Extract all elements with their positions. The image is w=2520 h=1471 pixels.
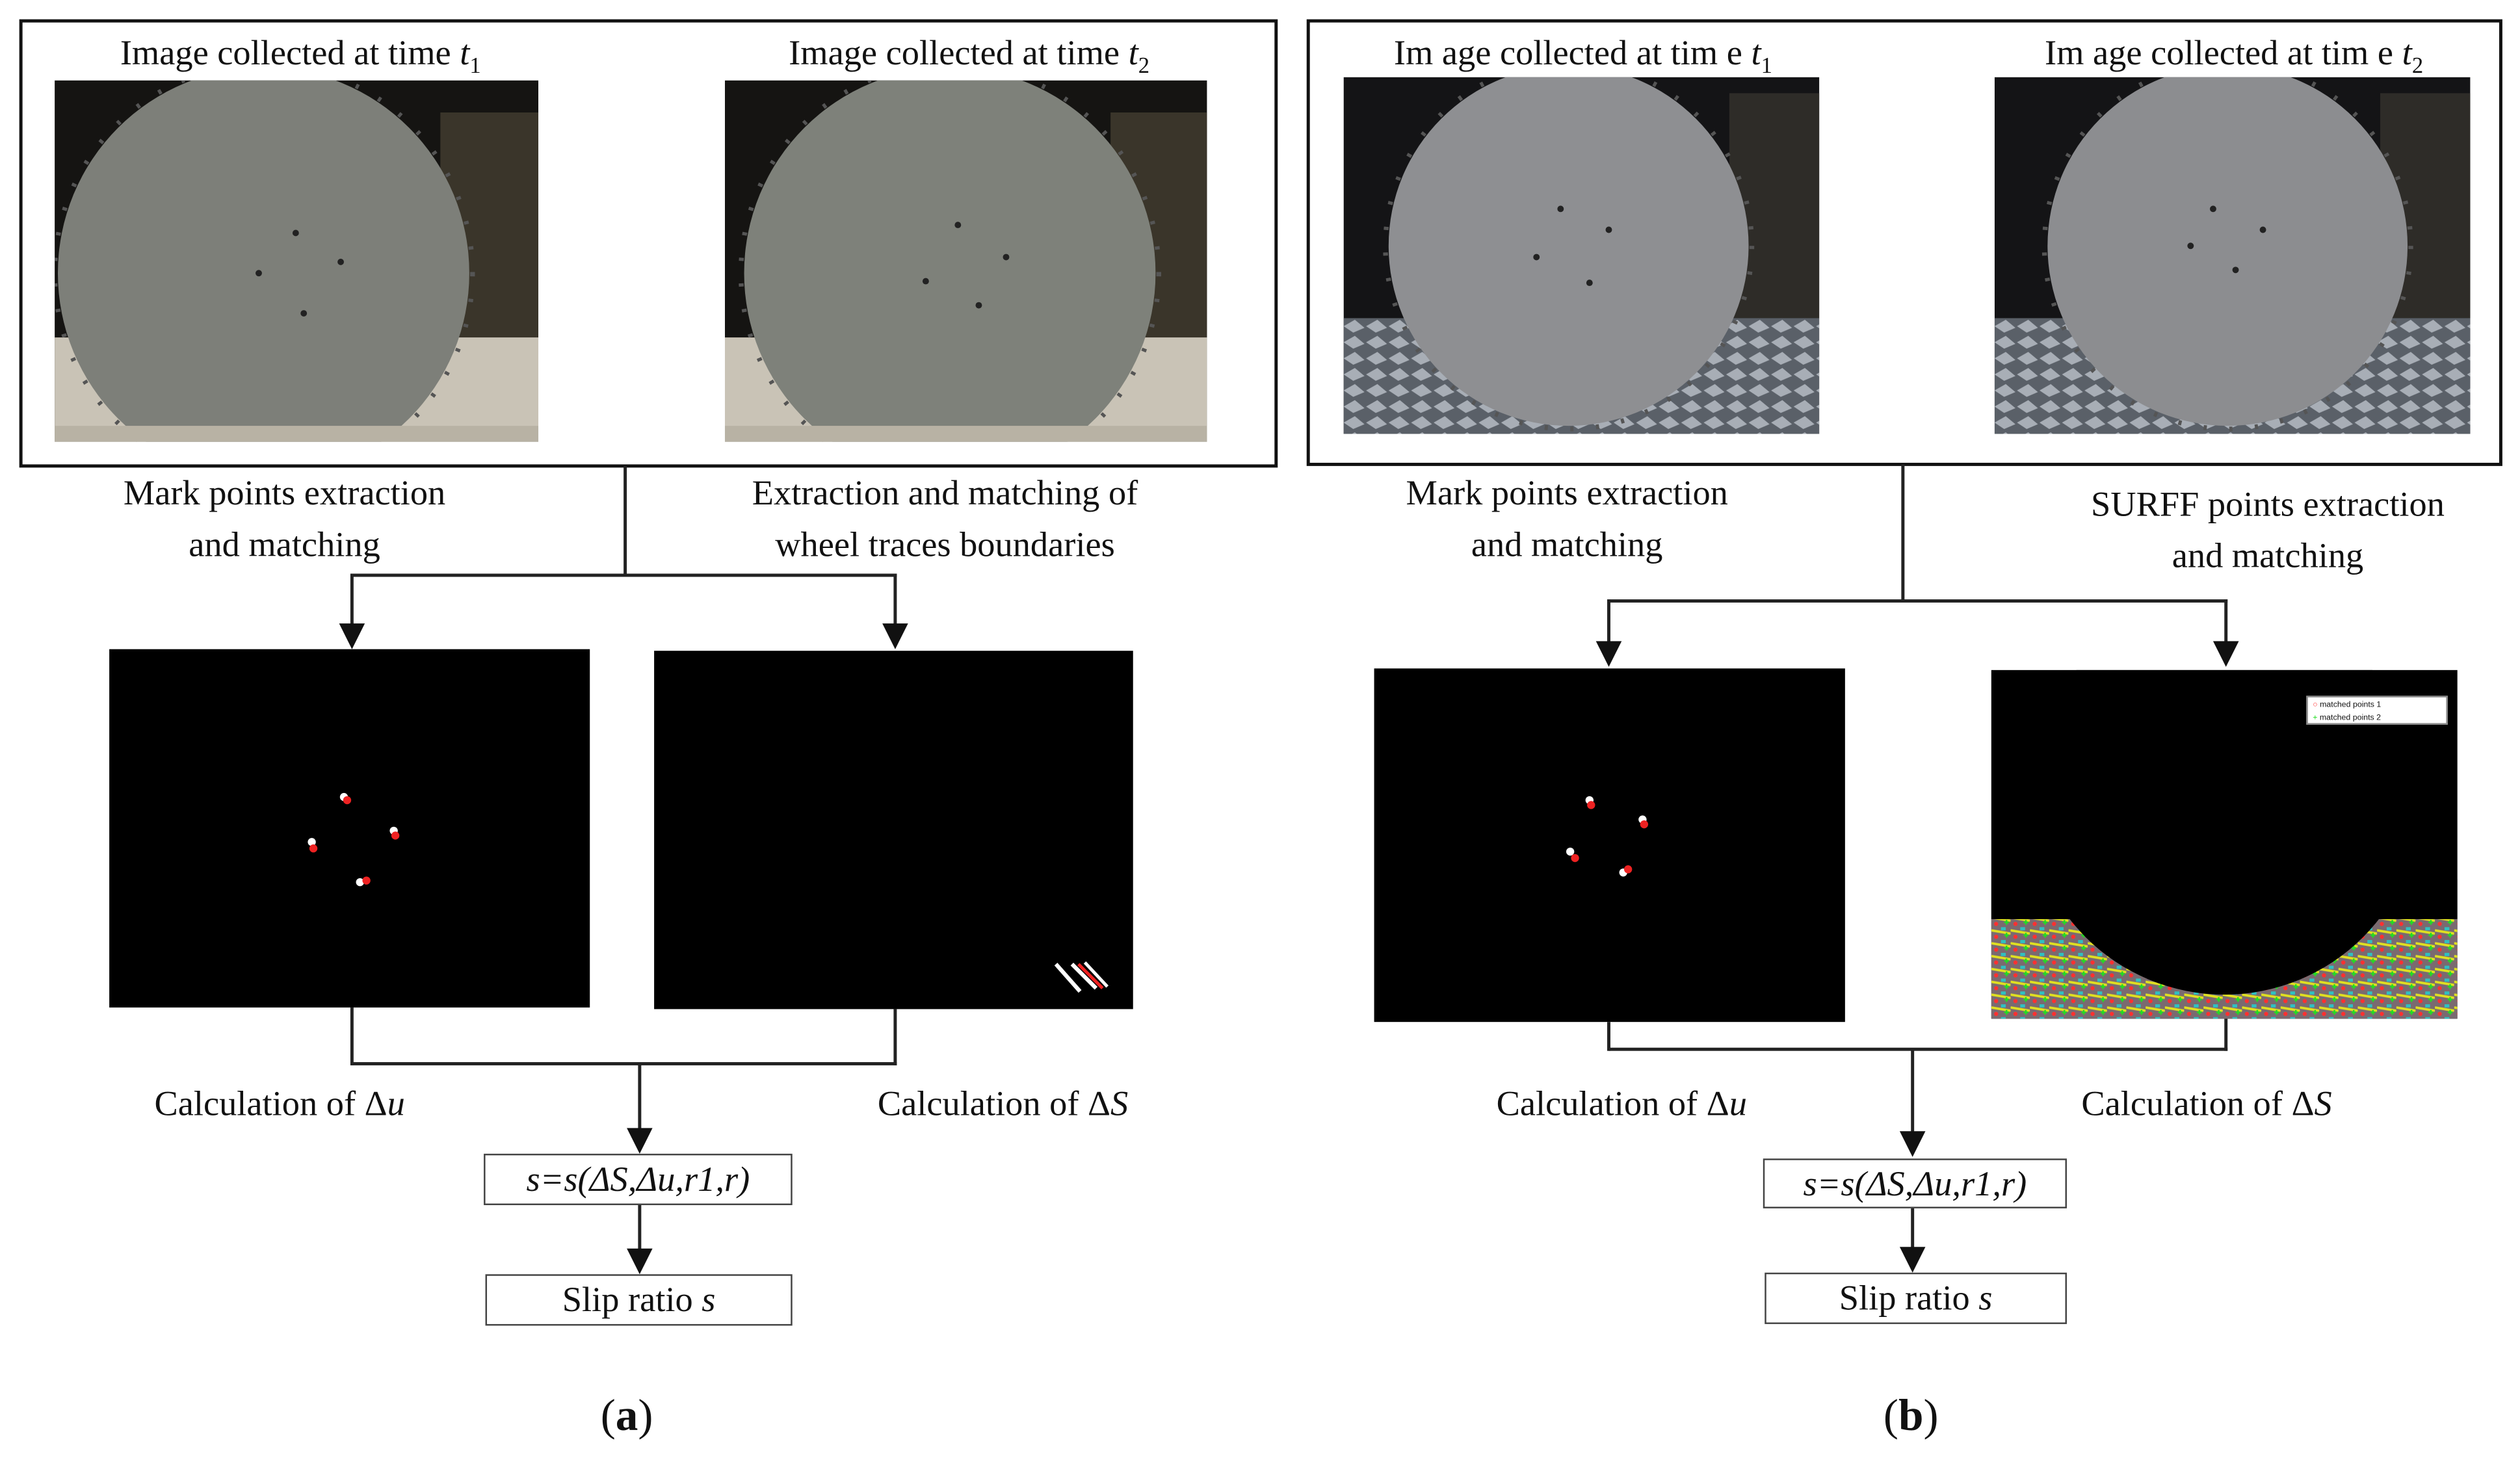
slip-text: Slip ratio bbox=[1839, 1277, 1979, 1318]
panel-a-image-frame bbox=[19, 19, 1278, 468]
wheel-photo-gravel-t1 bbox=[1343, 77, 1820, 434]
calc-text: Calculation of Δ bbox=[877, 1083, 1111, 1123]
label-var: t bbox=[2402, 32, 2412, 73]
label-sub: 2 bbox=[1138, 55, 1150, 80]
wheel-trace-result-image bbox=[654, 651, 1133, 1009]
panel-a-image-label-t2: Image collected at time t2 bbox=[789, 27, 1149, 94]
connector bbox=[1608, 1047, 2228, 1051]
step-mark-points: Mark points extraction and matching bbox=[1406, 467, 1727, 570]
calc-delta-u: Calculation of Δu bbox=[1497, 1078, 1747, 1130]
connector bbox=[1607, 1022, 1610, 1051]
connector bbox=[1911, 1049, 1915, 1135]
step-line: Mark points extraction bbox=[1406, 472, 1728, 513]
calc-var: u bbox=[387, 1083, 405, 1123]
panel-a-image-label-t1: Image collected at time t1 bbox=[120, 27, 481, 94]
slip-ratio-box: Slip ratio s bbox=[485, 1274, 793, 1326]
panel-b-image-label-t1: Im age collected at tim e t1 bbox=[1394, 27, 1772, 94]
arrow-down-icon bbox=[627, 1128, 653, 1154]
arrow-down-icon bbox=[627, 1248, 653, 1275]
connector bbox=[2224, 1019, 2228, 1051]
connector bbox=[623, 465, 627, 575]
connector bbox=[350, 573, 354, 625]
label-text: Image collected at time bbox=[789, 32, 1129, 73]
calc-text: Calculation of Δ bbox=[2081, 1083, 2315, 1123]
step-line: SURFF points extraction bbox=[2091, 484, 2445, 524]
calc-text: Calculation of Δ bbox=[1496, 1083, 1729, 1123]
arrow-down-icon bbox=[339, 623, 365, 649]
red-circle-icon: ○ bbox=[2313, 700, 2318, 710]
wheel-photo-sand-t1 bbox=[55, 80, 539, 442]
calc-text: Calculation of Δ bbox=[154, 1083, 387, 1123]
calc-var: S bbox=[2314, 1083, 2332, 1123]
step-line: Extraction and matching of bbox=[752, 472, 1138, 513]
connector bbox=[1911, 1208, 1915, 1249]
slip-var: s bbox=[702, 1279, 716, 1320]
step-mark-points: Mark points extraction and matching bbox=[124, 467, 445, 570]
slip-var: s bbox=[1978, 1277, 1993, 1318]
calc-delta-s: Calculation of ΔS bbox=[878, 1078, 1128, 1130]
label-var: t bbox=[1751, 32, 1761, 73]
label-sub: 1 bbox=[1761, 55, 1772, 80]
step-wheel-traces: Extraction and matching of wheel traces b… bbox=[752, 467, 1138, 570]
legend-label: matched points 1 bbox=[2320, 700, 2382, 710]
arrow-down-icon bbox=[1899, 1247, 1926, 1273]
label-text: Im age collected at tim e bbox=[1393, 32, 1752, 73]
connector bbox=[893, 573, 897, 625]
step-line: and matching bbox=[189, 523, 380, 564]
arrow-down-icon bbox=[1899, 1131, 1926, 1157]
arrow-down-icon bbox=[2212, 641, 2239, 667]
arrow-down-icon bbox=[1595, 641, 1622, 667]
connector bbox=[350, 1007, 354, 1065]
calc-delta-s: Calculation of ΔS bbox=[2081, 1078, 2331, 1130]
step-line: and matching bbox=[1471, 523, 1663, 564]
connector bbox=[352, 573, 897, 577]
calc-delta-u: Calculation of Δu bbox=[154, 1078, 404, 1130]
label-text: Im age collected at tim e bbox=[2045, 32, 2402, 73]
calc-var: u bbox=[1729, 1083, 1747, 1123]
legend-item-matched-2: + matched points 2 bbox=[2313, 712, 2441, 725]
slip-ratio-box: Slip ratio s bbox=[1765, 1272, 2067, 1324]
step-line: and matching bbox=[2172, 535, 2364, 575]
caption-letter: b bbox=[1898, 1391, 1924, 1442]
caption-letter: a bbox=[615, 1391, 638, 1442]
connector bbox=[352, 1061, 897, 1065]
legend-label: matched points 2 bbox=[2319, 713, 2382, 723]
connector bbox=[893, 1009, 897, 1065]
connector bbox=[638, 1204, 642, 1251]
label-sub: 1 bbox=[469, 55, 481, 80]
legend-item-matched-1: ○ matched points 1 bbox=[2313, 699, 2441, 712]
caption-b: (b) bbox=[1883, 1391, 1939, 1442]
step-line: wheel traces boundaries bbox=[775, 523, 1115, 564]
slip-text: Slip ratio bbox=[562, 1279, 702, 1320]
panel-b-image-frame bbox=[1306, 19, 2502, 466]
slip-formula-box: s=s(ΔS,Δu,r1,r) bbox=[1763, 1158, 2067, 1208]
connector bbox=[1901, 464, 1905, 601]
legend-box: ○ matched points 1 + matched points 2 bbox=[2306, 696, 2448, 725]
arrow-down-icon bbox=[882, 623, 908, 649]
label-text: Image collected at time bbox=[120, 32, 460, 73]
mark-points-result-image bbox=[1374, 668, 1845, 1022]
step-line: Mark points extraction bbox=[123, 472, 446, 513]
label-var: t bbox=[460, 32, 470, 73]
slip-formula-box: s=s(ΔS,Δu,r1,r) bbox=[484, 1153, 793, 1205]
surf-matching-result-image: ○ matched points 1 + matched points 2 bbox=[1991, 602, 2458, 1019]
label-var: t bbox=[1128, 32, 1138, 73]
green-plus-icon: + bbox=[2313, 713, 2318, 723]
mark-points-result-image bbox=[109, 649, 590, 1008]
connector bbox=[1607, 599, 1610, 645]
panel-b-image-label-t2: Im age collected at tim e t2 bbox=[2045, 27, 2423, 94]
connector bbox=[2224, 599, 2228, 645]
wheel-photo-sand-t2 bbox=[724, 80, 1207, 442]
calc-var: S bbox=[1110, 1083, 1129, 1123]
caption-a: (a) bbox=[600, 1391, 653, 1442]
step-surf-points: SURFF points extraction and matching bbox=[2091, 479, 2445, 582]
connector bbox=[638, 1063, 642, 1132]
label-sub: 2 bbox=[2411, 55, 2424, 80]
connector bbox=[1608, 599, 2228, 603]
wheel-photo-gravel-t2 bbox=[1994, 77, 2471, 434]
